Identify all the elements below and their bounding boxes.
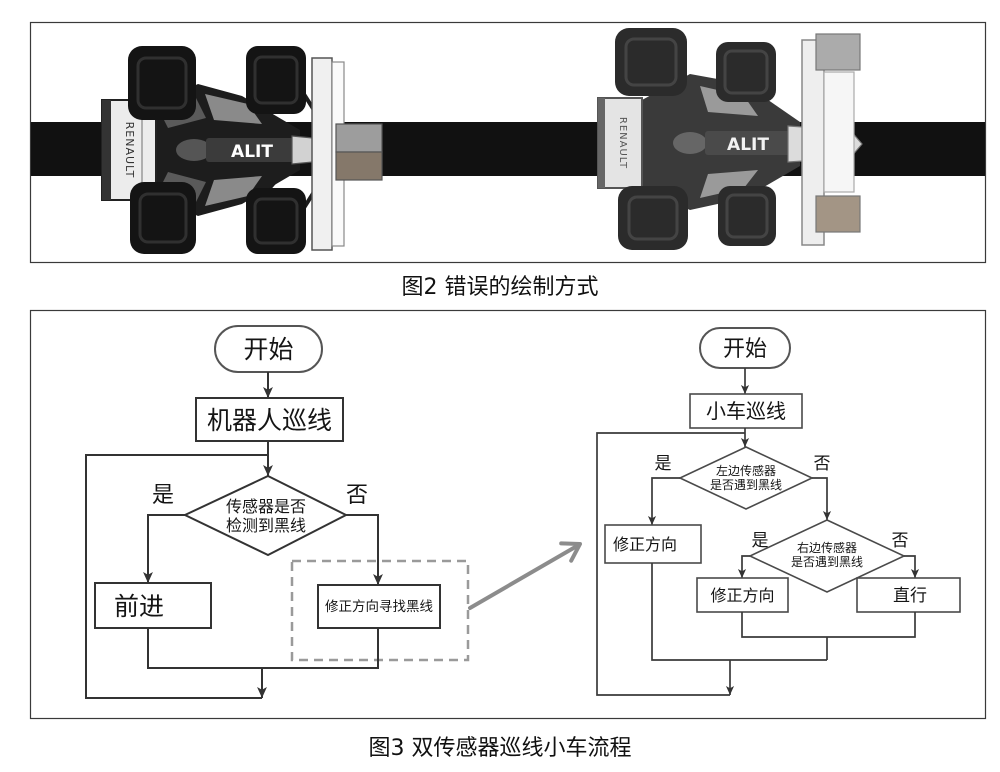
right-no-label: 否	[892, 531, 909, 551]
car-rear-wing-logo: RENAULT	[617, 117, 628, 169]
correct-direction-box-1	[604, 524, 702, 564]
expand-arrow-shaft	[468, 544, 579, 610]
sensor-decision-diamond	[182, 474, 349, 557]
car-rear-wing-endplate	[598, 98, 605, 188]
right-no-branch-arrow	[904, 555, 920, 578]
no-branch-arrow	[346, 514, 383, 585]
left-yes-branch-arrow	[647, 477, 680, 525]
loop-back-connector	[85, 454, 268, 699]
loop-back-connector	[596, 432, 745, 696]
car-patrol-process-label: 小车巡线	[706, 399, 786, 423]
car-sidepod-livery	[700, 170, 758, 198]
car-tire-tread	[136, 56, 188, 110]
car-tire	[246, 46, 306, 114]
correct-direction-label: 修正方向寻找黑线	[325, 599, 433, 615]
car-sidepod-livery	[205, 176, 262, 206]
start-label: 开始	[243, 335, 293, 364]
decision-label-line-2: 检测到黑线	[226, 516, 306, 535]
car-sidepod-livery	[205, 94, 262, 124]
car-tire	[128, 46, 196, 120]
go-straight-box	[856, 577, 961, 613]
figure-3: 开始 机器人巡线 传感器是否 检测到黑线 是 否 前进 修正方向寻找黑线	[29, 309, 987, 761]
figure-3-caption: 图3 双传感器巡线小车流程	[369, 736, 632, 761]
car-front-block	[815, 33, 861, 71]
car-front-block	[335, 151, 383, 181]
decision-label-line-1: 传感器是否	[226, 497, 306, 516]
correct-direction-label-2: 修正方向	[710, 586, 774, 605]
highlight-dashed-box	[290, 559, 470, 662]
car-tire-tread	[138, 192, 188, 244]
right-sensor-decision-diamond	[748, 519, 906, 593]
no-label: 否	[346, 483, 368, 508]
right-yes-label: 是	[752, 531, 769, 551]
car-decal: ALIT	[727, 135, 769, 155]
car-tire	[130, 182, 196, 254]
right-decision-label-line-1: 右边传感器	[797, 540, 857, 555]
car-tire	[716, 42, 776, 102]
car-engine-cover	[206, 138, 296, 162]
flowchart-single-sensor: 开始 机器人巡线 传感器是否 检测到黑线 是 否 前进 修正方向寻找黑线	[85, 325, 470, 699]
car-tire	[618, 186, 688, 250]
car-rear-wing-logo: RENAULT	[123, 122, 136, 179]
car-rear-wing-endplate	[102, 100, 111, 200]
start-label: 开始	[723, 337, 767, 362]
outer-merge-connector	[651, 563, 827, 661]
left-decision-label-line-1: 左边传感器	[716, 463, 776, 478]
car-tire-tread	[624, 37, 678, 87]
car-tire-tread	[725, 193, 769, 239]
forward-box	[94, 582, 212, 629]
car-patrol-process-box	[689, 393, 803, 429]
line-patrol-process-label: 机器人巡线	[207, 406, 332, 435]
left-no-label: 否	[814, 454, 831, 474]
left-yes-label: 是	[655, 454, 672, 474]
car-tire	[246, 188, 306, 254]
car-cockpit	[176, 139, 212, 161]
go-straight-label: 直行	[893, 586, 927, 606]
car-tire	[615, 28, 687, 96]
car-cockpit	[673, 132, 707, 154]
flowchart-dual-sensor: 开始 小车巡线 左边传感器 是否遇到黑线 是 否 修正方向 右边传感器 是否遇到…	[596, 327, 961, 696]
car-tire-tread	[627, 195, 679, 241]
inner-merge-connector	[741, 612, 916, 638]
forward-label: 前进	[114, 592, 164, 621]
car-front-block	[335, 123, 383, 153]
car-tire-tread	[723, 49, 769, 95]
race-car-1: RENAULT ALIT	[101, 46, 383, 254]
car-tire	[718, 186, 776, 246]
yes-branch-arrow	[143, 514, 185, 583]
car-rear-wing	[597, 97, 643, 189]
race-car-2: RENAULT ALIT	[597, 28, 863, 250]
expand-arrow-head	[559, 541, 582, 563]
car-decal: ALIT	[231, 142, 273, 162]
figure-2: RENAULT ALIT	[29, 21, 987, 300]
right-yes-branch-arrow	[737, 555, 750, 578]
correct-direction-box	[317, 584, 441, 629]
car-engine-cover	[705, 131, 790, 155]
figure-2-caption: 图2 错误的绘制方式	[402, 275, 599, 300]
car-tire-tread	[253, 197, 299, 245]
right-decision-label-line-2: 是否遇到黑线	[791, 555, 863, 569]
correct-direction-label-1: 修正方向	[613, 535, 677, 554]
left-sensor-decision-diamond	[678, 446, 814, 510]
expand-arrow	[468, 541, 582, 610]
left-no-branch-arrow	[812, 477, 832, 520]
car-tire-tread	[253, 55, 299, 105]
car-front-wing-flap	[823, 71, 855, 193]
car-front-block	[815, 195, 861, 233]
line-patrol-process-box	[195, 397, 344, 442]
left-decision-label-line-2: 是否遇到黑线	[710, 478, 782, 492]
car-front-wing	[311, 57, 333, 251]
yes-label: 是	[152, 483, 174, 508]
